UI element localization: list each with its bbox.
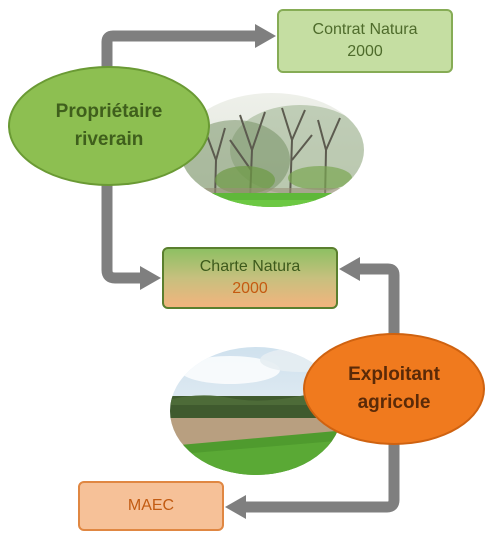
proprietaire-line2: riverain: [74, 129, 144, 150]
arrow-exploitant-to-maec: [246, 444, 400, 513]
arrow-exploitant-to-charte: [360, 263, 400, 334]
woodland-photo: [180, 93, 364, 207]
contrat-line2: 2000: [347, 43, 383, 60]
arrows: [101, 24, 400, 519]
charte-line2: 2000: [232, 280, 268, 297]
exploitant-line1: Exploitant: [348, 364, 440, 385]
proprietaire-line1: Propriétaire: [55, 101, 163, 122]
charte-line1: Charte Natura: [199, 258, 301, 275]
contrat-line1: Contrat Natura: [312, 21, 418, 38]
arrowhead-maec: [225, 495, 246, 519]
exploitant-agricole-node: Exploitant agricole: [303, 333, 485, 445]
arrow-proprietaire-to-charte: [101, 184, 140, 284]
arrowhead-charte-right: [339, 257, 360, 281]
arrowhead-contrat: [255, 24, 276, 48]
maec-box: MAEC: [78, 481, 224, 531]
exploitant-line2: agricole: [357, 392, 431, 413]
proprietaire-riverain-node: Propriétaire riverain: [8, 66, 210, 186]
arrowhead-charte-left: [140, 266, 161, 290]
maec-label: MAEC: [127, 497, 175, 514]
contrat-natura-box: Contrat Natura 2000: [277, 9, 453, 73]
arrow-proprietaire-to-contrat: [101, 30, 255, 72]
charte-natura-box: Charte Natura 2000: [162, 247, 338, 309]
